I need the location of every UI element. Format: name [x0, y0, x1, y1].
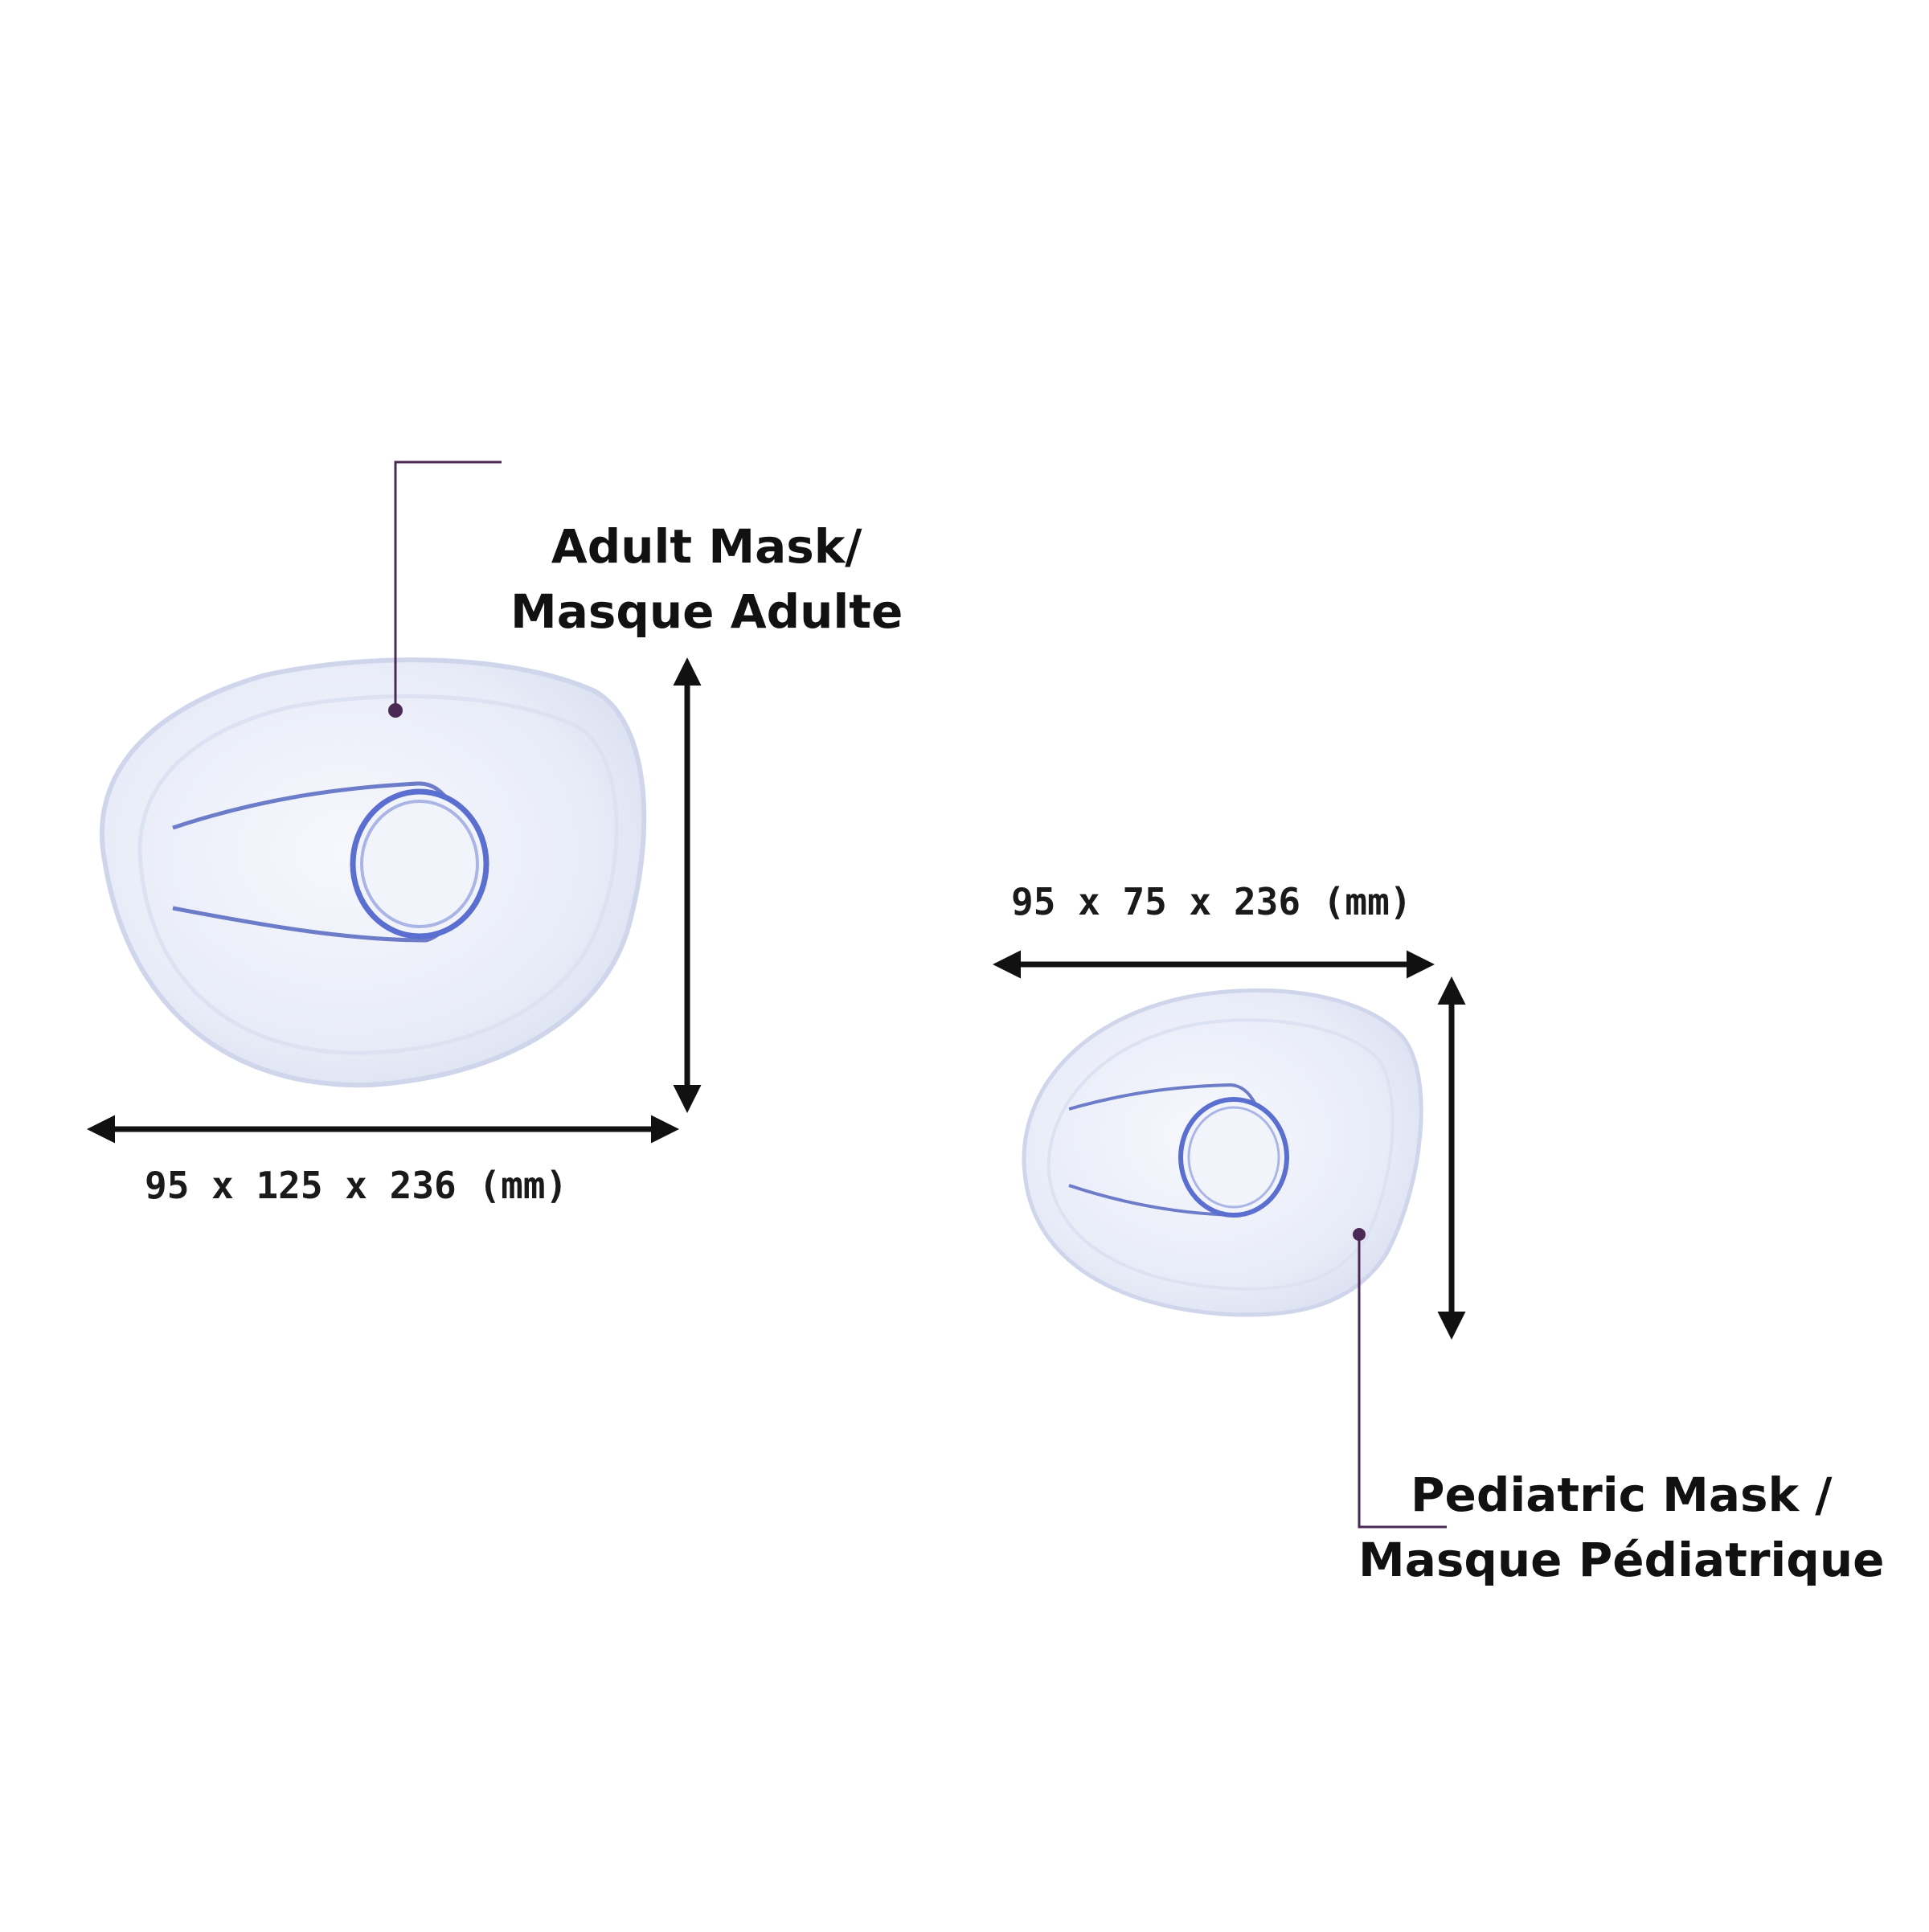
- adult-mask-label-line2: Masque Adulte: [510, 584, 903, 640]
- pediatric-mask-image: [1022, 988, 1423, 1317]
- adult-leader-line: [388, 460, 502, 718]
- adult-mask-label-line1: Adult Mask/: [551, 519, 862, 574]
- adult-dimensions: 95 x 125 x 236 (mm): [145, 1164, 568, 1207]
- pediatric-mask-label-line1: Pediatric Mask /: [1410, 1467, 1833, 1522]
- pediatric-valve-ring: [1178, 1097, 1289, 1218]
- adult-valve-ring: [350, 788, 489, 939]
- pediatric-mask-label: Pediatric Mask / Masque Pédiatrique: [1358, 1463, 1884, 1593]
- adult-mask-image: [99, 657, 647, 1088]
- pediatric-mask-label-line2: Masque Pédiatrique: [1358, 1533, 1885, 1588]
- adult-mask-label: Adult Mask/ Masque Adulte: [510, 514, 903, 645]
- pediatric-leader-line: [1353, 1228, 1447, 1529]
- pediatric-dimensions: 95 x 75 x 236 (mm): [1011, 880, 1412, 923]
